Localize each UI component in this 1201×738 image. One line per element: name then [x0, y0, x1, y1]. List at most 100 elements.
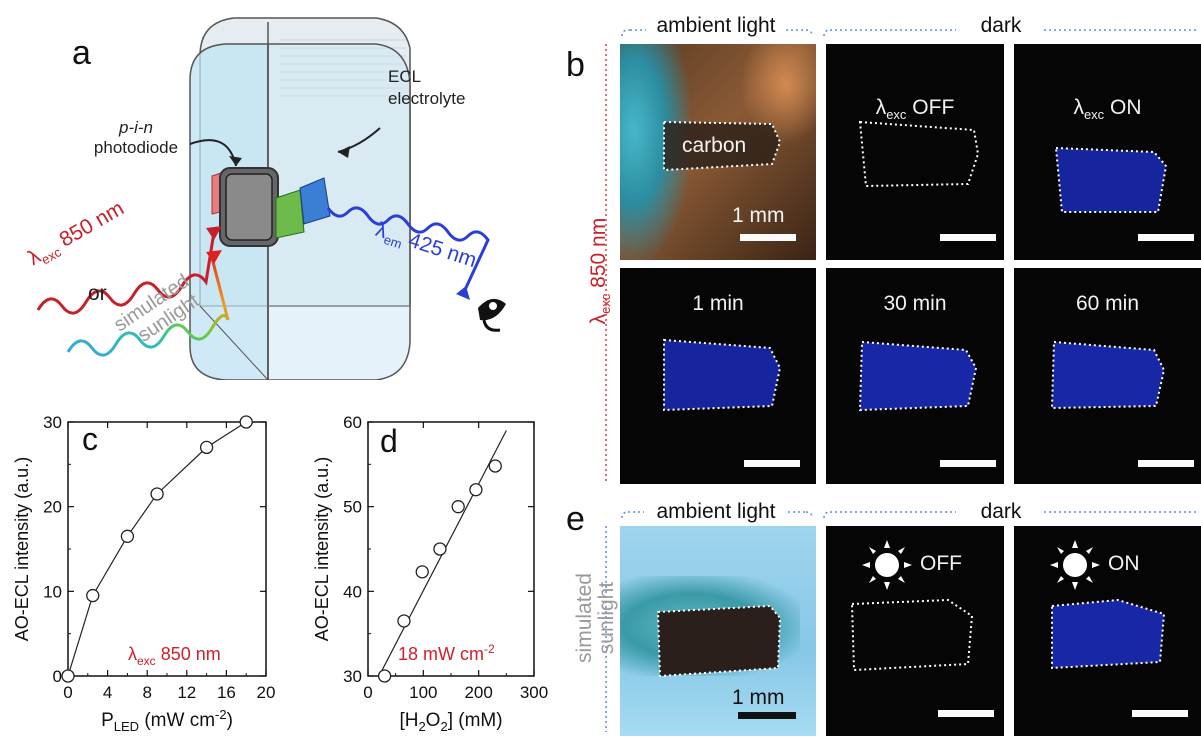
data-point — [199, 440, 214, 455]
data-point — [239, 415, 253, 429]
panel-e-header-dark: dark — [980, 500, 1022, 523]
data-point — [61, 669, 75, 683]
panel-e-side-bracket — [605, 526, 607, 732]
data-point — [150, 487, 164, 501]
x-tick-label: 4 — [103, 683, 112, 702]
panel-b-side-label: λexc 850 nm — [587, 211, 613, 331]
scale-bar-black — [738, 712, 796, 719]
photodiode-label: p-i-n photodiode — [86, 118, 186, 158]
y-tick-label: 50 — [343, 498, 362, 517]
data-point — [86, 588, 100, 603]
scale-bar — [940, 234, 996, 241]
x-axis-label: [H2O2] (mM) — [399, 710, 502, 734]
x-tick-label: 12 — [177, 683, 196, 702]
tile-30min: 30 min — [826, 268, 1004, 484]
tile-ambient-carbon: carbon 1 mm — [620, 44, 816, 260]
panel-b-label: b — [566, 46, 585, 84]
tile-e-on: ON — [1014, 526, 1201, 736]
scale-bar — [1132, 710, 1188, 717]
on-word: ON — [1110, 96, 1142, 119]
scale-bar — [744, 460, 800, 467]
chart-c-annotation: λexc 850 nm — [128, 644, 221, 668]
panel-b-header-brackets — [621, 29, 1198, 37]
scale-bar — [938, 710, 994, 717]
scale-label-b: 1 mm — [732, 204, 785, 227]
side-value: 850 nm — [586, 217, 610, 288]
y-tick-label: 10 — [43, 582, 62, 601]
tile-60min: 60 min — [1014, 268, 1201, 484]
ecl-label-line1: ECL — [388, 67, 422, 86]
sun-icon — [862, 540, 912, 590]
panel-d-label: d — [380, 423, 398, 459]
tile-1min: 1 min — [620, 268, 816, 484]
x-tick-label: 0 — [363, 683, 372, 702]
data-point — [433, 542, 447, 556]
panel-e-header-ambient: ambient light — [656, 500, 776, 523]
y-tick-label: 20 — [43, 498, 62, 517]
data-point — [488, 459, 502, 473]
ecl-electrolyte-label: ECL electrolyte — [388, 66, 465, 110]
scale-bar — [940, 460, 996, 467]
data-point — [120, 529, 135, 543]
data-point — [397, 614, 411, 628]
data-point — [469, 483, 483, 497]
panel-a-label: a — [72, 34, 91, 72]
scale-bar — [1138, 460, 1194, 467]
panel-e-label: e — [566, 500, 585, 538]
tile-exc-off: λexc OFF — [826, 44, 1004, 260]
data-point — [377, 669, 392, 683]
side-sub: exc — [598, 293, 614, 314]
e-side-line1: simulated — [573, 573, 596, 663]
plot-frame — [67, 421, 267, 677]
tile-e-off: OFF — [826, 526, 1004, 736]
panel-b-side-bracket — [605, 44, 607, 482]
panel-b-header-ambient: ambient light — [656, 14, 776, 37]
eye-icon — [478, 298, 506, 332]
time-label-30: 30 min — [883, 292, 947, 315]
scale-bar — [740, 234, 796, 241]
y-tick-label: 40 — [343, 582, 362, 601]
x-tick-label: 200 — [464, 683, 492, 702]
off-sub: exc — [886, 107, 907, 123]
carbon-label: carbon — [682, 134, 747, 157]
data-point — [451, 500, 465, 514]
photodiode-label-italic: p-i-n — [118, 118, 153, 137]
e-on-word: ON — [1108, 552, 1140, 575]
time-label-1: 1 min — [692, 292, 744, 315]
on-sub: exc — [1083, 107, 1105, 123]
panel-c-label: c — [82, 421, 98, 457]
time-label-60: 60 min — [1075, 292, 1140, 315]
data-point — [415, 565, 429, 579]
series-line — [67, 421, 247, 677]
photodiode-cell-schematic — [36, 17, 506, 380]
y-tick-label: 60 — [343, 413, 362, 432]
x-axis-label: PLED (mW cm-2) — [101, 707, 233, 734]
x-tick-label: 16 — [217, 683, 236, 702]
y-axis-label: AO-ECL intensity (a.u.) — [312, 457, 332, 641]
e-side-line2: sunlight — [595, 581, 618, 655]
x-tick-label: 0 — [63, 683, 72, 702]
y-tick-label: 0 — [53, 667, 62, 686]
panel-e-header-brackets — [621, 511, 1198, 519]
y-tick-label: 30 — [43, 413, 62, 432]
off-symbol: λ — [875, 96, 887, 119]
y-axis-label: AO-ECL intensity (a.u.) — [12, 457, 32, 641]
plot-frame — [367, 421, 535, 677]
panel-b-header-dark: dark — [980, 14, 1022, 37]
tile-e-ambient: 1 mm — [620, 526, 816, 736]
ecl-label-line2: electrolyte — [388, 89, 466, 108]
chart-d-annotation: 18 mW cm-2 — [398, 642, 495, 664]
sun-icon — [1050, 540, 1100, 590]
scale-bar — [1138, 234, 1194, 241]
or-label: or — [88, 282, 107, 305]
panel-e-side-label: simulated sunlight — [573, 558, 618, 678]
scale-label-e: 1 mm — [732, 686, 785, 709]
tile-exc-on: λexc ON — [1014, 44, 1201, 260]
on-symbol: λ — [1073, 96, 1084, 119]
x-tick-label: 100 — [409, 683, 437, 702]
side-symbol: λ — [586, 313, 610, 325]
x-tick-label: 20 — [257, 683, 276, 702]
x-tick-label: 8 — [142, 683, 151, 702]
